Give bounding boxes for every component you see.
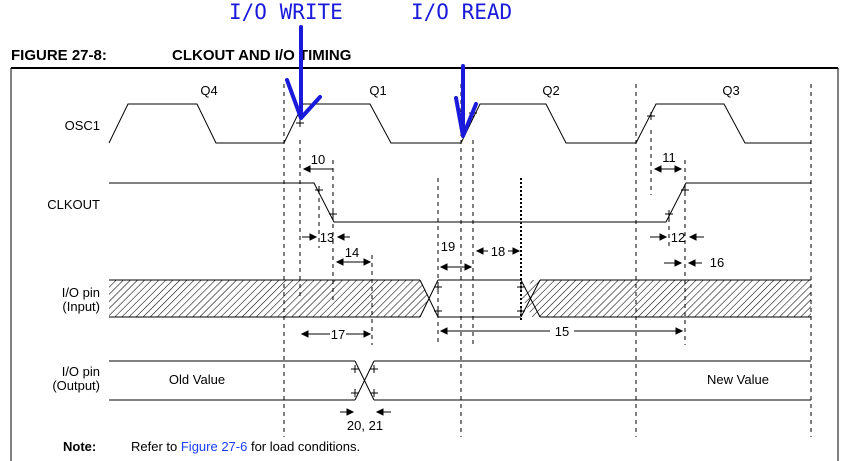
phase-q2-label: Q2: [542, 83, 559, 98]
io-input-bus: [109, 279, 811, 318]
param-16: 16: [710, 255, 724, 270]
osc1-waveform: [108, 103, 811, 144]
figure-title: CLKOUT AND I/O TIMING: [172, 47, 351, 64]
io-input-label-line1: I/O pin: [62, 285, 100, 300]
clkout-label: CLKOUT: [47, 197, 100, 212]
note-text-before: Refer to: [131, 439, 181, 454]
note-text: Refer to Figure 27-6 for load conditions…: [131, 439, 360, 454]
io-input-label-line2: (Input): [62, 299, 100, 314]
param-15: 15: [555, 324, 569, 339]
param-13: 13: [320, 230, 334, 245]
param-19: 19: [441, 239, 455, 254]
param-20-21: 20, 21: [347, 418, 383, 433]
io-write-arrow-head: [285, 78, 322, 120]
osc1-label: OSC1: [65, 118, 100, 133]
note-text-after: for load conditions.: [247, 439, 360, 454]
annotation-arrows: [285, 25, 478, 138]
figure-number: FIGURE 27-8:: [11, 47, 107, 64]
io-write-annotation: I/O WRITE: [229, 0, 343, 24]
io-output-label-line1: I/O pin: [62, 364, 100, 379]
old-value-label: Old Value: [169, 372, 225, 387]
new-value-label: New Value: [707, 372, 769, 387]
phase-q3-label: Q3: [722, 83, 739, 98]
param-14: 14: [345, 245, 359, 260]
phase-q1-label: Q1: [369, 83, 386, 98]
note-label: Note:: [63, 439, 96, 454]
phase-q4-label: Q4: [200, 83, 217, 98]
io-output-label-line2: (Output): [52, 378, 100, 393]
param-12: 12: [671, 230, 685, 245]
io-read-arrow-head: [454, 96, 478, 138]
clkout-waveform: [109, 182, 811, 223]
param-17: 17: [331, 327, 345, 342]
param-18: 18: [491, 244, 505, 259]
timing-arrows: [300, 165, 704, 416]
figure-27-6-link[interactable]: Figure 27-6: [181, 439, 247, 454]
param-11: 11: [662, 150, 676, 165]
io-read-annotation: I/O READ: [411, 0, 512, 24]
param-10: 10: [311, 152, 325, 167]
